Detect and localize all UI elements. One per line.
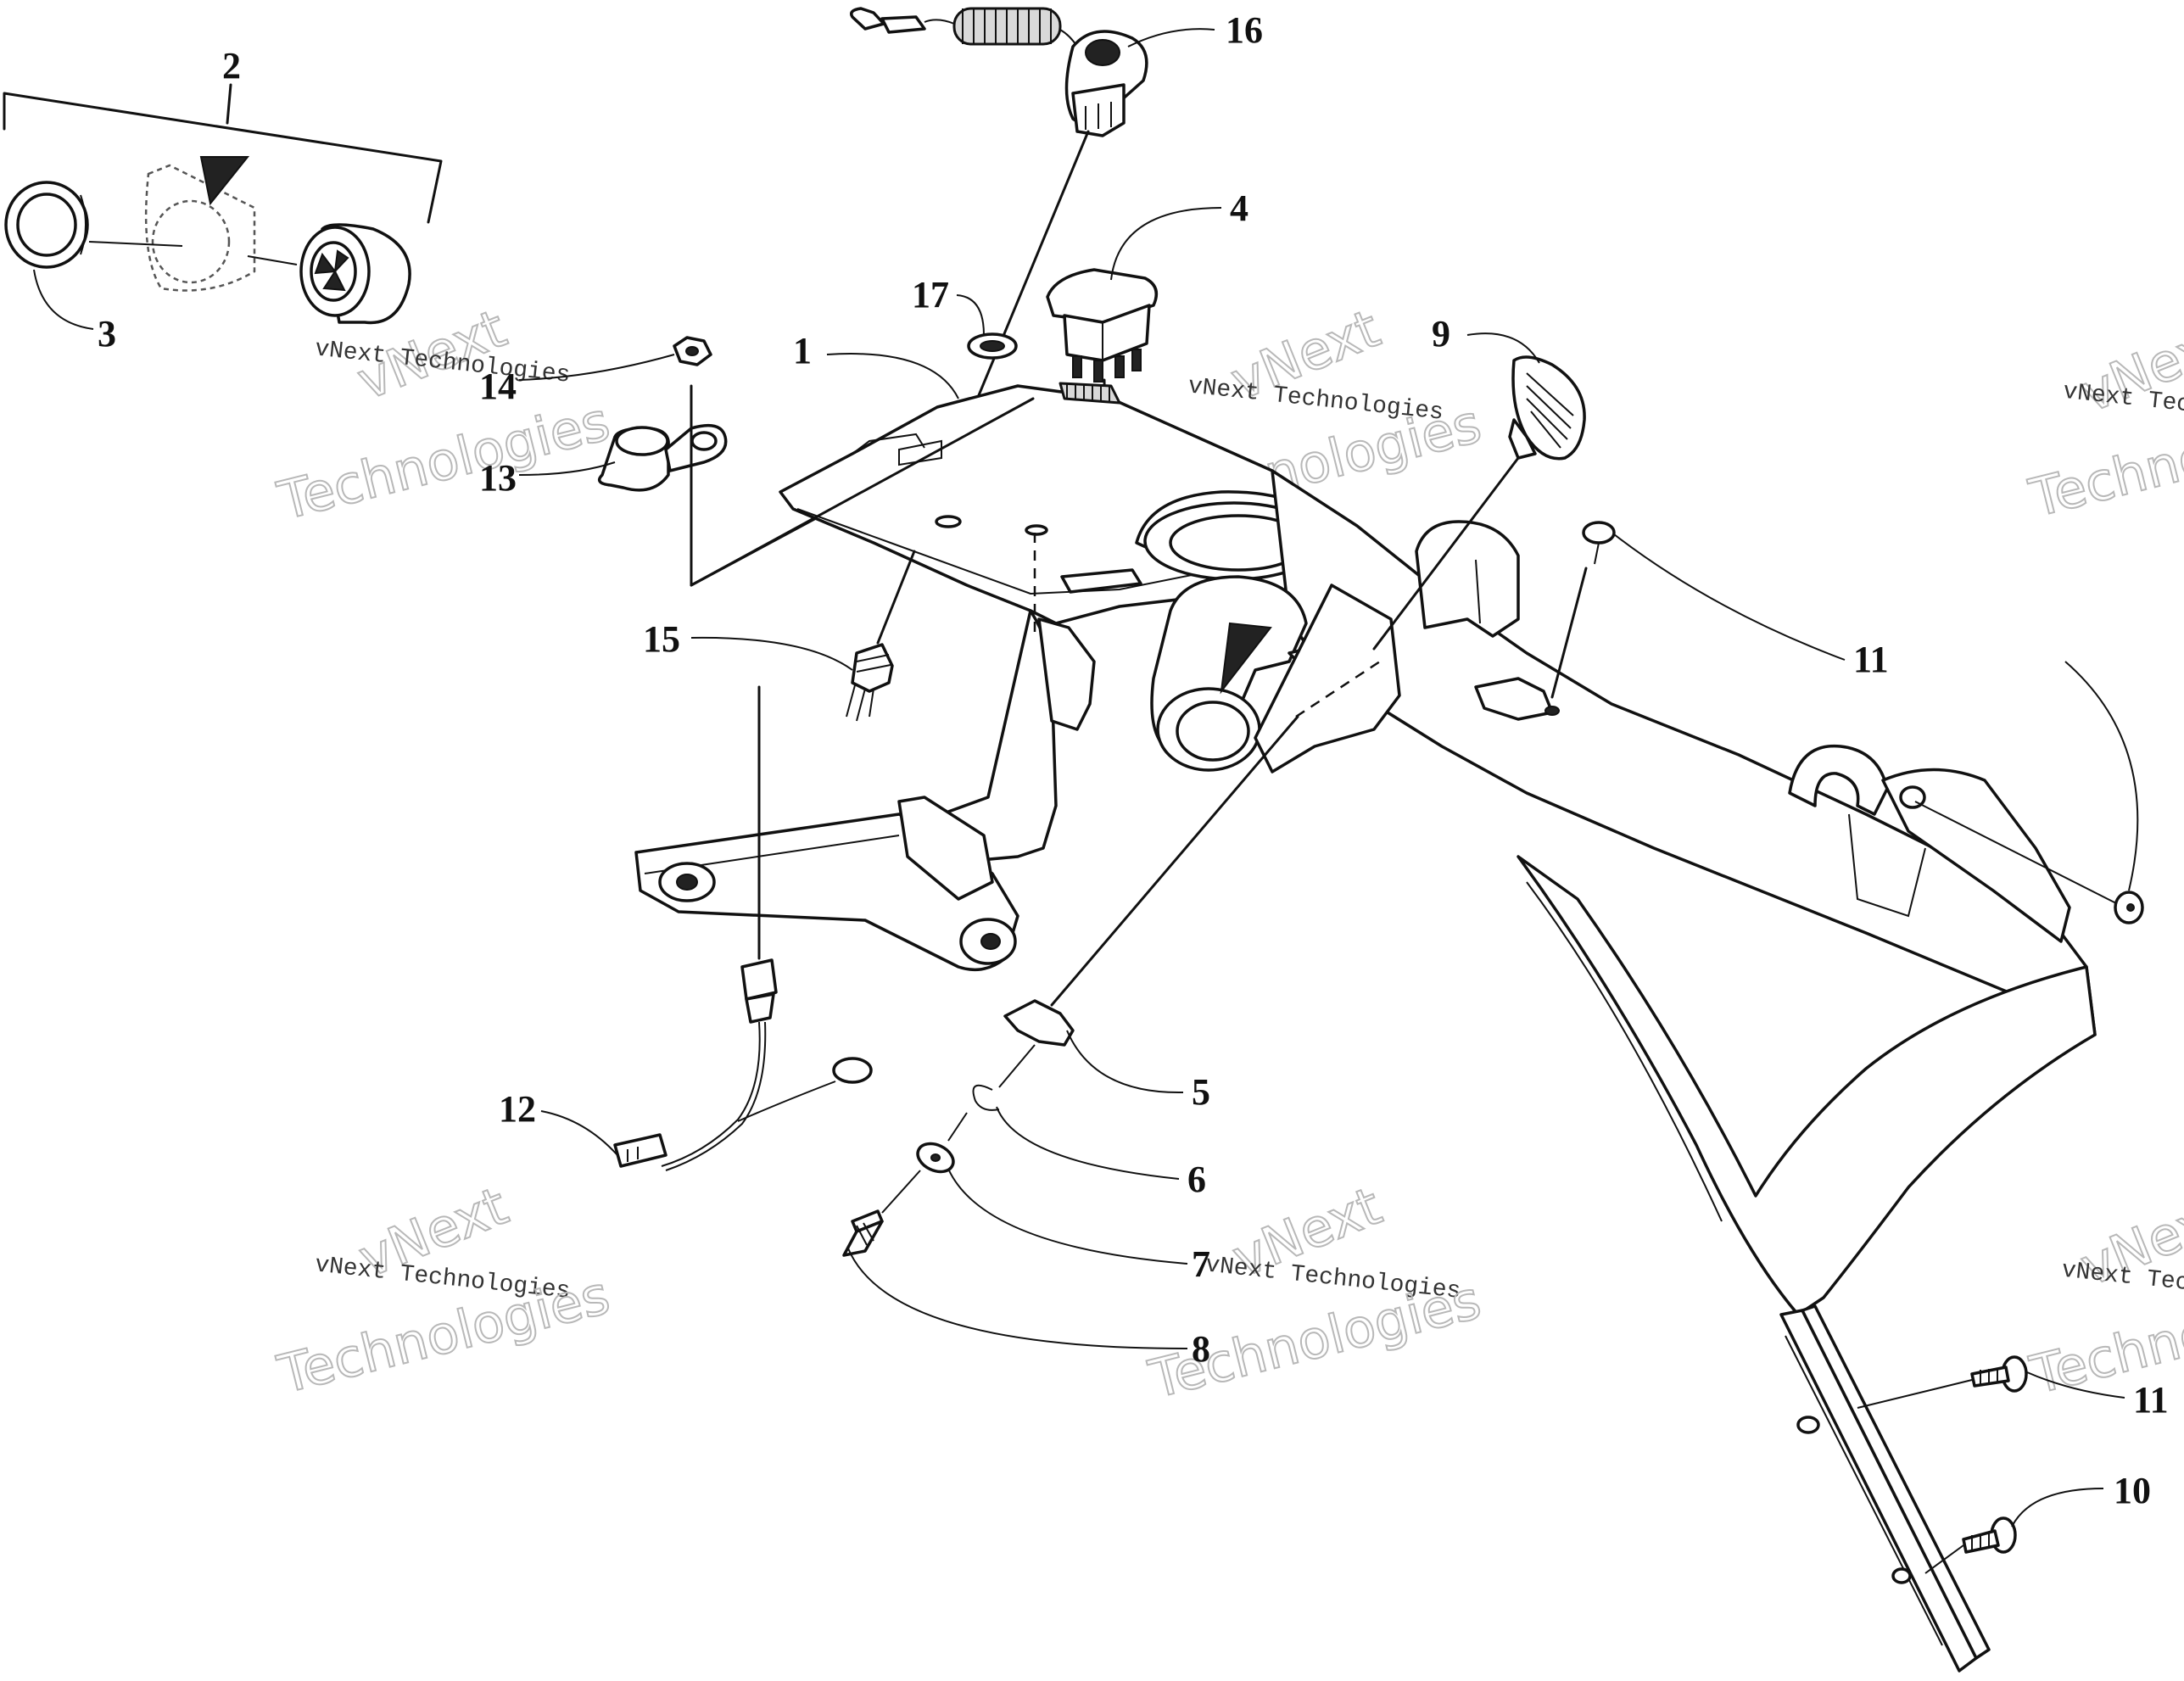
part-8-bolt: [842, 1209, 1188, 1349]
leader-5: [1066, 1030, 1184, 1094]
part-13-cap: [518, 423, 728, 492]
leader-12: [540, 1110, 618, 1156]
part-12-wire-harness: [540, 685, 873, 1171]
part-17-grommet: [956, 294, 1018, 360]
leader-11a-lower: [2064, 661, 2139, 891]
watermark-bottom-left: vNext vNext Technologies Technologies: [271, 1174, 617, 1406]
leader-11b: [2026, 1371, 2125, 1399]
leader-5-to-body: [1050, 715, 1299, 1007]
callout-14: 14: [479, 366, 517, 407]
leader-3: [33, 269, 94, 330]
part-2-assembly: [3, 83, 443, 330]
callout-1: 1: [793, 330, 812, 371]
callout-9: 9: [1432, 313, 1450, 355]
leader-rivet: [1914, 801, 2117, 904]
connector-line: [881, 1170, 921, 1214]
leader-4: [1110, 207, 1222, 281]
part-15-socket: [690, 550, 916, 722]
leader-6: [996, 1106, 1180, 1180]
leader-9: [1466, 332, 1540, 364]
leader-11b-to-bracket: [1857, 1379, 1973, 1409]
callout-10: 10: [2114, 1470, 2151, 1511]
part-10-screw: [1924, 1488, 2104, 1574]
leader-9-to-body: [1372, 456, 1520, 651]
part-6-clip-ring: [972, 1084, 1180, 1180]
leader-15: [690, 636, 853, 671]
leader-11a: [1613, 533, 1846, 661]
callout-13: 13: [479, 457, 517, 499]
connector-line: [998, 1044, 1036, 1088]
gauge-part-2: [299, 223, 411, 325]
arrow-pointer: [1220, 622, 1272, 695]
part-14-nut: [518, 336, 712, 381]
callout-3: 3: [98, 313, 116, 355]
watermark-word: Technologies: [272, 390, 616, 532]
leader-2: [226, 83, 232, 125]
watermark-top-right: vNext vNext Technologies Technologies: [2023, 309, 2184, 530]
leader-15-to-body: [876, 550, 916, 645]
callout-4: 4: [1230, 187, 1248, 229]
arrow-pointer: [199, 156, 250, 206]
ring-part-3: [4, 181, 89, 269]
callout-11-lower: 11: [2133, 1379, 2169, 1421]
assembly-bracket: [3, 92, 443, 224]
connector-line: [247, 255, 298, 265]
part-11-rivet: [1914, 661, 2144, 924]
leader-10-to-bracket: [1924, 1544, 1964, 1574]
leader-16: [1127, 28, 1215, 47]
leader-8: [847, 1248, 1188, 1349]
leader-1-diag: [690, 397, 1035, 587]
leader-1: [826, 353, 959, 399]
callout-15: 15: [643, 618, 680, 660]
callout-2: 2: [222, 45, 241, 87]
leader-14: [518, 354, 675, 381]
part-9-button-cap: [1372, 332, 1586, 651]
callout-16: 16: [1226, 9, 1263, 51]
callout-5: 5: [1192, 1071, 1210, 1113]
connector-line: [88, 241, 183, 247]
coiled-cord: [952, 7, 1062, 46]
part-1-console-body: [634, 382, 2097, 1673]
watermark-bottom-right: vNext vNext Technologies Technologies: [2024, 1182, 2184, 1407]
leader-17: [956, 294, 985, 336]
part-7-washer: [916, 1142, 1188, 1265]
part-11-screw-upper: [1550, 521, 1846, 699]
callout-6: 6: [1187, 1159, 1206, 1200]
part-16-safety-lanyard: [850, 7, 1215, 466]
callout-11-upper: 11: [1853, 639, 1889, 680]
callout-12: 12: [499, 1088, 536, 1130]
leader-7: [947, 1168, 1188, 1265]
part-11-screw-lower: [1857, 1355, 2125, 1409]
callout-8: 8: [1192, 1328, 1210, 1370]
callout-7: 7: [1192, 1243, 1210, 1285]
callout-17: 17: [912, 274, 949, 316]
leader-13: [518, 461, 616, 476]
watermark-top-left: vNext vNext Technologies Technologies: [271, 296, 617, 533]
bezel-part-2: [144, 156, 256, 292]
part-5-clip: [1003, 715, 1299, 1094]
leader-10: [2011, 1488, 2104, 1527]
connector-line: [947, 1112, 968, 1142]
watermark-bottom-center: vNext vNext Technologies Technologies: [1142, 1174, 1488, 1411]
leader-11-to-body: [1550, 567, 1588, 699]
